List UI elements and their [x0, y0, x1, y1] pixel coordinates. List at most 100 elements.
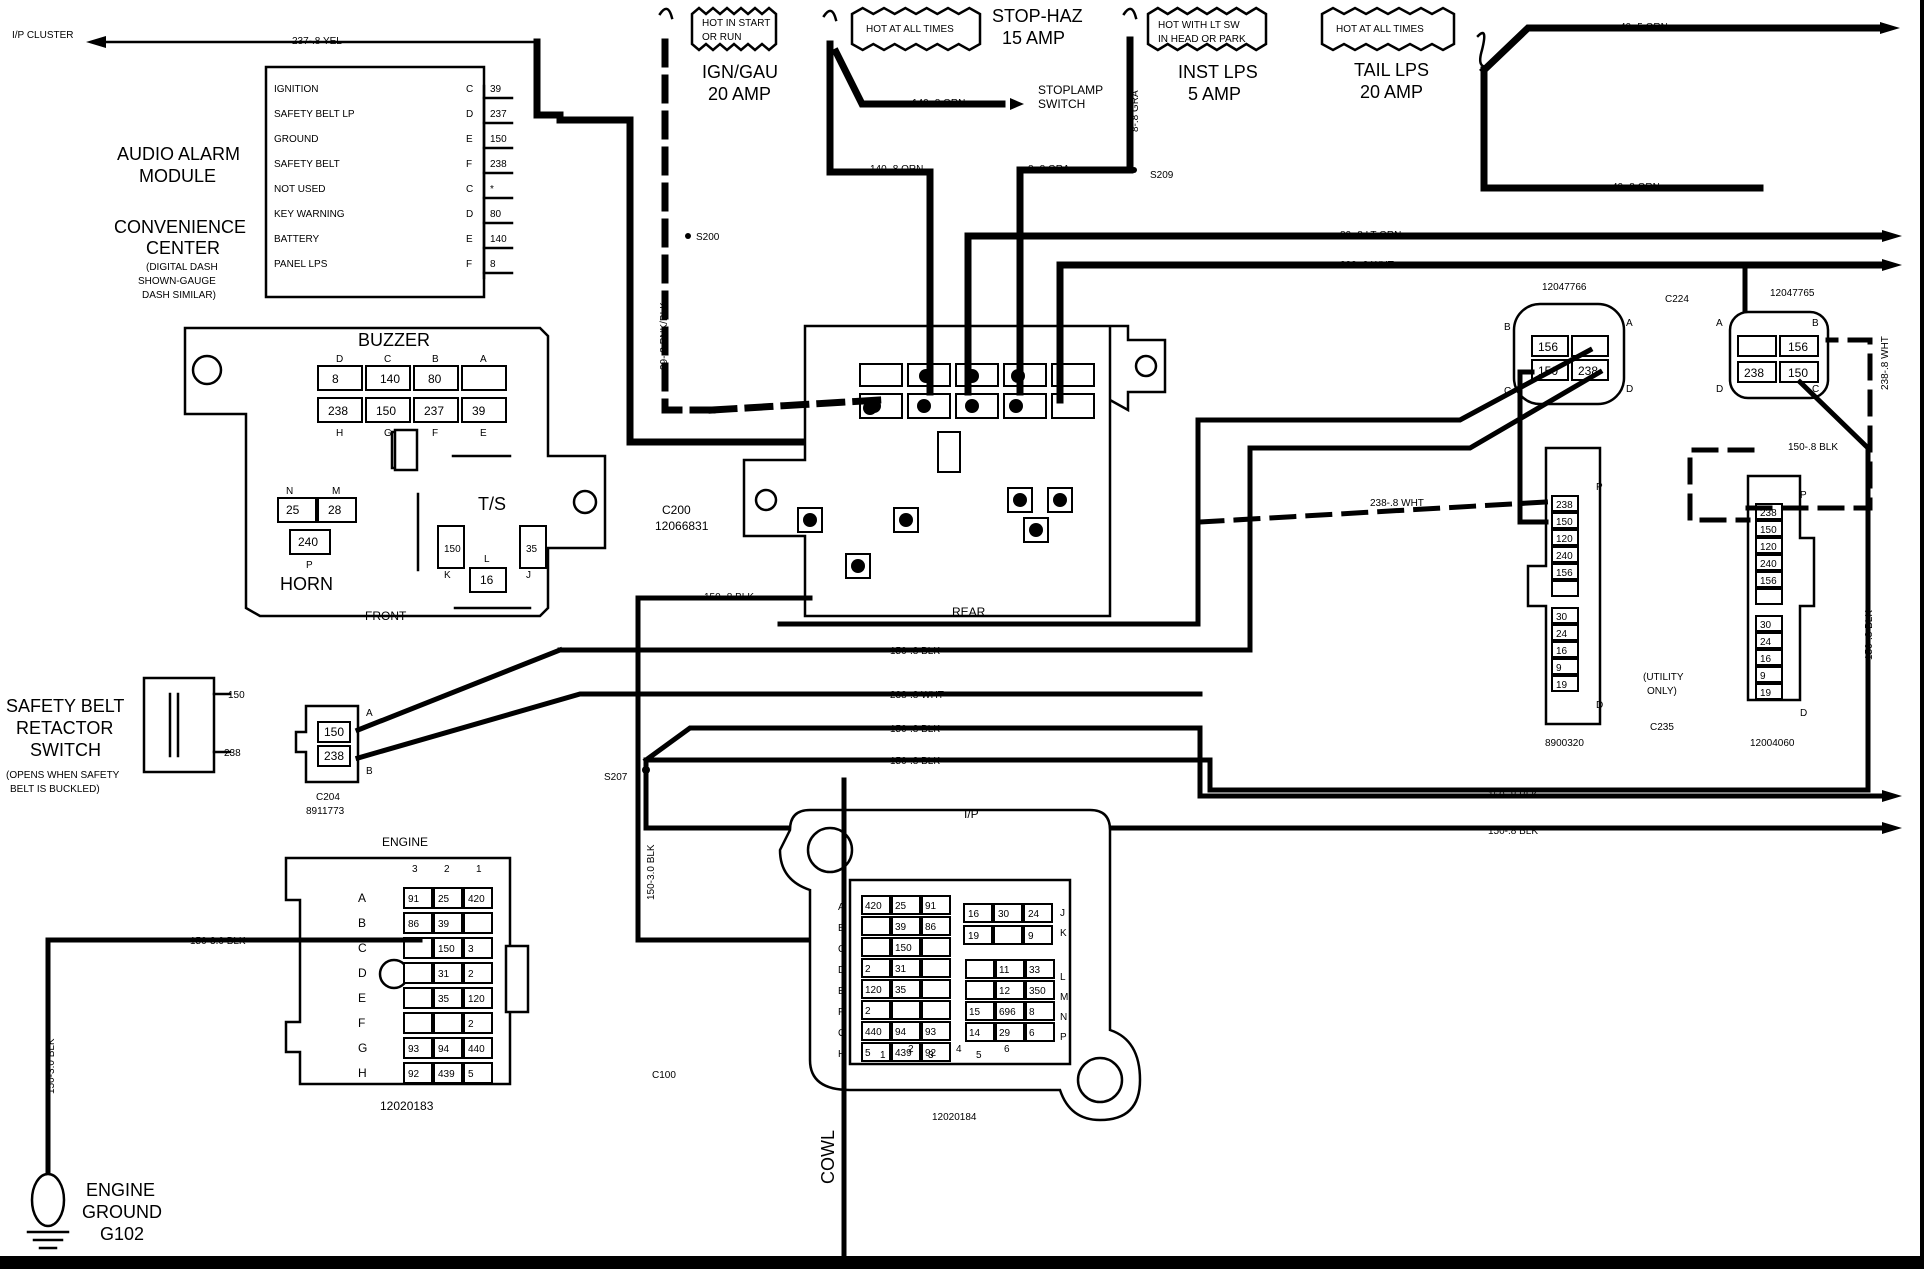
buzzer-letter: G	[384, 428, 392, 439]
conn4-pin-label: 156	[1760, 576, 1777, 587]
engine-cell-label: 439	[438, 1069, 455, 1080]
module-row-wire: 140	[490, 234, 507, 245]
wire-238-dash	[1197, 499, 1549, 525]
ground-label-1: ENGINE	[86, 1180, 155, 1200]
ip-cell-label: 94	[895, 1027, 907, 1038]
engine-col: 3	[412, 864, 418, 875]
conn4-pin	[1755, 615, 1783, 632]
inst-note: IN HEAD OR PARK	[1158, 34, 1246, 45]
conn2-letter: C	[1812, 384, 1819, 395]
wire-label-150a: 150-.8 BLK	[704, 592, 754, 603]
conn3-letter: D	[1596, 700, 1603, 711]
module-row-wire: *	[490, 184, 494, 195]
buzzer-label: BUZZER	[358, 330, 430, 350]
ip-cell	[861, 979, 891, 999]
engine-cell-label: 2	[468, 1019, 474, 1030]
wire-label-39: 39-.8 PNK/BLK	[659, 302, 670, 370]
s207-label: S207	[604, 772, 628, 783]
arrow-150-right	[1882, 790, 1902, 802]
buzzer-pin-label: 140	[380, 372, 400, 386]
buzzer-pin-label: 39	[472, 404, 486, 418]
engine-cell	[463, 1062, 493, 1084]
ip-cell	[861, 916, 891, 936]
buzzer-pin	[365, 397, 411, 423]
wire-label-238b: 238-.8 WHT	[890, 690, 944, 701]
fuse-cavity	[937, 431, 961, 473]
ip-cell	[891, 958, 921, 978]
ign-fuse-symbol	[658, 7, 674, 20]
engine-row: F	[358, 1016, 365, 1030]
safety-switch-pin-2: 238	[224, 748, 241, 759]
engine-cell-label: 39	[438, 919, 450, 930]
conn4-letter: D	[1800, 708, 1807, 719]
ts-letter: J	[526, 570, 531, 581]
engine-cell-label: 150	[438, 944, 455, 955]
engine-cell	[433, 1012, 463, 1034]
module-row-name: IGNITION	[274, 84, 318, 95]
conn3-pin	[1551, 563, 1579, 580]
s209-label: S209	[1150, 170, 1174, 181]
ip-cell-label: 150	[895, 943, 912, 954]
conn3-pin	[1551, 580, 1579, 597]
buzzer-pin-label: 80	[428, 372, 442, 386]
wire-238	[1056, 261, 1884, 404]
buzzer-pin	[413, 397, 459, 423]
ip-cell-label: 92	[925, 1048, 937, 1059]
wire-label-150b: 150-.8 BLK	[890, 646, 940, 657]
ip-cell	[965, 1022, 995, 1042]
ip-row: P	[1060, 1032, 1067, 1043]
fuse-terminal	[851, 559, 865, 573]
ip-cell-label: 350	[1029, 986, 1046, 997]
safety-label-1: SAFETY BELT	[6, 696, 124, 716]
ip-connector	[778, 808, 1142, 1122]
engine-cell	[433, 1062, 463, 1084]
engine-cell-label: 3	[468, 944, 474, 955]
fuse-terminal	[803, 513, 817, 527]
ip-row: K	[1060, 928, 1067, 939]
conn3-pin	[1551, 512, 1579, 529]
module-row-wire: 8	[490, 259, 496, 270]
ip-cell-label: 2	[865, 1006, 871, 1017]
module-row-wire: 150	[490, 134, 507, 145]
rear-label: REAR	[952, 605, 986, 619]
ip-row: M	[1060, 992, 1068, 1003]
horn-pin	[277, 497, 317, 523]
engine-row: C	[358, 941, 367, 955]
inst-title: INST LPS	[1178, 62, 1258, 82]
engine-cell	[403, 912, 433, 934]
fuse-terminal	[899, 513, 913, 527]
ip-cell-label: 31	[895, 964, 907, 975]
stop-note-burst	[850, 6, 982, 52]
conn1-pin: 156	[1538, 340, 1558, 354]
ip-cell	[861, 1021, 891, 1041]
engine-cell	[403, 1062, 433, 1084]
conn3-pin	[1551, 546, 1579, 563]
engine-cell	[433, 912, 463, 934]
horn-pin-label: 240	[298, 535, 318, 549]
wire-label-150d: 150-.8 BLK	[890, 756, 940, 767]
tail-title: TAIL LPS	[1354, 60, 1429, 80]
wire-80	[964, 232, 1884, 396]
ip-cell	[921, 1021, 951, 1041]
conn3-pin	[1551, 495, 1579, 512]
ip-cell	[965, 1001, 995, 1021]
ip-cell	[965, 959, 995, 979]
ip-cell-label: 8	[1029, 1007, 1035, 1018]
conv-note-2: SHOWN-GAUGE	[138, 276, 216, 287]
ip-cell	[963, 903, 993, 923]
horn-letter: P	[306, 560, 313, 571]
module-row-name: NOT USED	[274, 184, 326, 195]
fuse-terminal	[917, 399, 931, 413]
conn3-pin-label: 30	[1556, 612, 1568, 623]
conn3-pin-label: 9	[1556, 663, 1562, 674]
conn3-pin	[1551, 624, 1579, 641]
ip-cell-label: 6	[1029, 1028, 1035, 1039]
c204-pin-2: 238	[324, 749, 344, 763]
ts-pin	[469, 567, 507, 593]
wire-label-238: 238-.8 WHT	[1340, 260, 1394, 271]
engine-cell-label: 440	[468, 1044, 485, 1055]
horn-pin	[289, 529, 331, 555]
